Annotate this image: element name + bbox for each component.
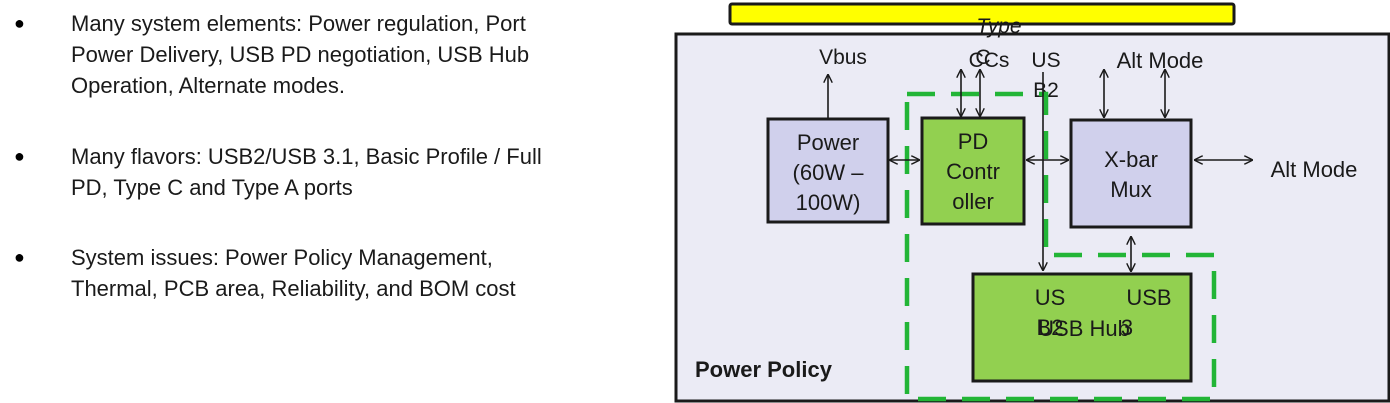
hub-usb2-label-line1: US xyxy=(1035,285,1066,310)
pd-controller-line2: Contr xyxy=(946,159,1000,184)
hub-usb2-label-line2: B2 xyxy=(1037,315,1064,340)
vbus-label: Vbus xyxy=(819,46,867,69)
bullet-text: Many system elements: Power regulation, … xyxy=(71,11,530,98)
bullet-dot-icon: ● xyxy=(14,247,25,267)
bullet-text: Many flavors: USB2/USB 3.1, Basic Profil… xyxy=(71,144,542,200)
hub-usb3-label-line1: USB xyxy=(1126,285,1171,310)
arrow-icon xyxy=(828,70,1252,271)
pd-controller-line3: oller xyxy=(952,189,994,214)
bullet-list: ● Many system elements: Power regulation… xyxy=(0,0,640,403)
pd-domain-dashed-outline xyxy=(904,91,1217,402)
power-block-line2: (60W – xyxy=(793,160,865,185)
usb2-top-label-line1: US xyxy=(1031,49,1060,72)
type-c-label-line2: C xyxy=(975,46,990,69)
hub-usb3-label-line2: 3 xyxy=(1121,315,1133,340)
xbar-mux-line2: Mux xyxy=(1110,177,1152,202)
usb-hub-label: USB Hub xyxy=(1038,316,1130,341)
pd-controller-block xyxy=(920,116,1026,226)
xbar-mux-line1: X-bar xyxy=(1104,147,1158,172)
alt-mode-top-label: Alt Mode xyxy=(1117,48,1204,73)
alt-mode-right-label: Alt Mode xyxy=(1271,157,1358,182)
power-block xyxy=(766,117,890,224)
type-c-label-line1: Type xyxy=(976,15,1021,38)
power-policy-label: Power Policy xyxy=(695,357,833,382)
ccs-label: CCs xyxy=(969,49,1010,72)
xbar-mux-block xyxy=(1069,118,1193,229)
type-c-connector-bar xyxy=(728,2,1236,26)
bullet-text: System issues: Power Policy Management, … xyxy=(71,245,516,301)
bullet-dot-icon: ● xyxy=(14,13,25,33)
pd-controller-line1: PD xyxy=(958,129,989,154)
bullet-dot-icon: ● xyxy=(14,146,25,166)
power-block-line1: Power xyxy=(797,130,859,155)
power-block-line3: 100W) xyxy=(796,190,861,215)
usb-hub-block xyxy=(971,272,1193,383)
